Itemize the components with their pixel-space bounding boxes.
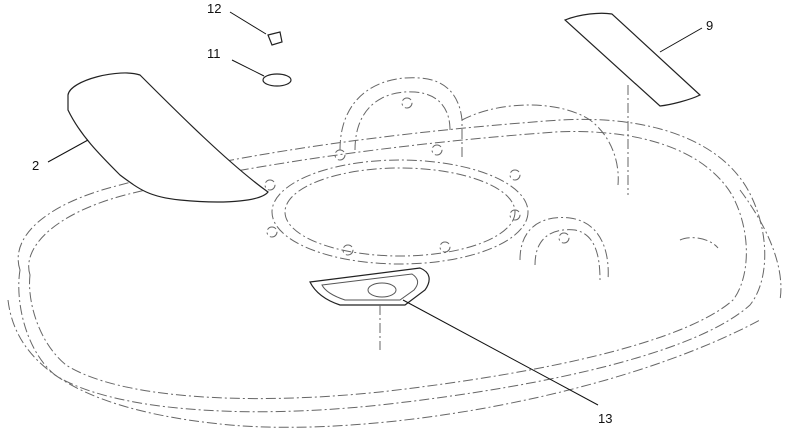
deck-spindle-opening (264, 144, 529, 265)
callout-9: 9 (706, 18, 713, 33)
bolt (266, 226, 278, 238)
part-2-cover (67, 72, 269, 203)
bolt (439, 241, 451, 253)
leader-9 (659, 27, 703, 53)
deck-raised-housing (339, 77, 719, 281)
bolt (264, 179, 276, 191)
callout-2: 2 (32, 158, 39, 173)
bolt (431, 144, 443, 156)
callout-11: 11 (207, 46, 221, 61)
callout-12: 12 (207, 1, 221, 16)
leader-11 (231, 59, 265, 77)
bolt (509, 169, 521, 181)
part-9-decal (563, 12, 702, 195)
bolt (334, 149, 346, 161)
part-11-washer (262, 73, 292, 87)
bolt (342, 244, 354, 256)
leader-12 (229, 11, 267, 35)
bolt (509, 209, 521, 221)
part-12-plate (267, 31, 283, 46)
part-13-logo-plate (309, 267, 430, 350)
leader-lines (47, 11, 703, 406)
leader-13 (402, 299, 599, 406)
callout-labels: 2 9 11 12 13 (32, 1, 713, 426)
logo-emblem (367, 282, 397, 298)
callout-13: 13 (598, 411, 612, 426)
leader-2 (47, 139, 89, 163)
